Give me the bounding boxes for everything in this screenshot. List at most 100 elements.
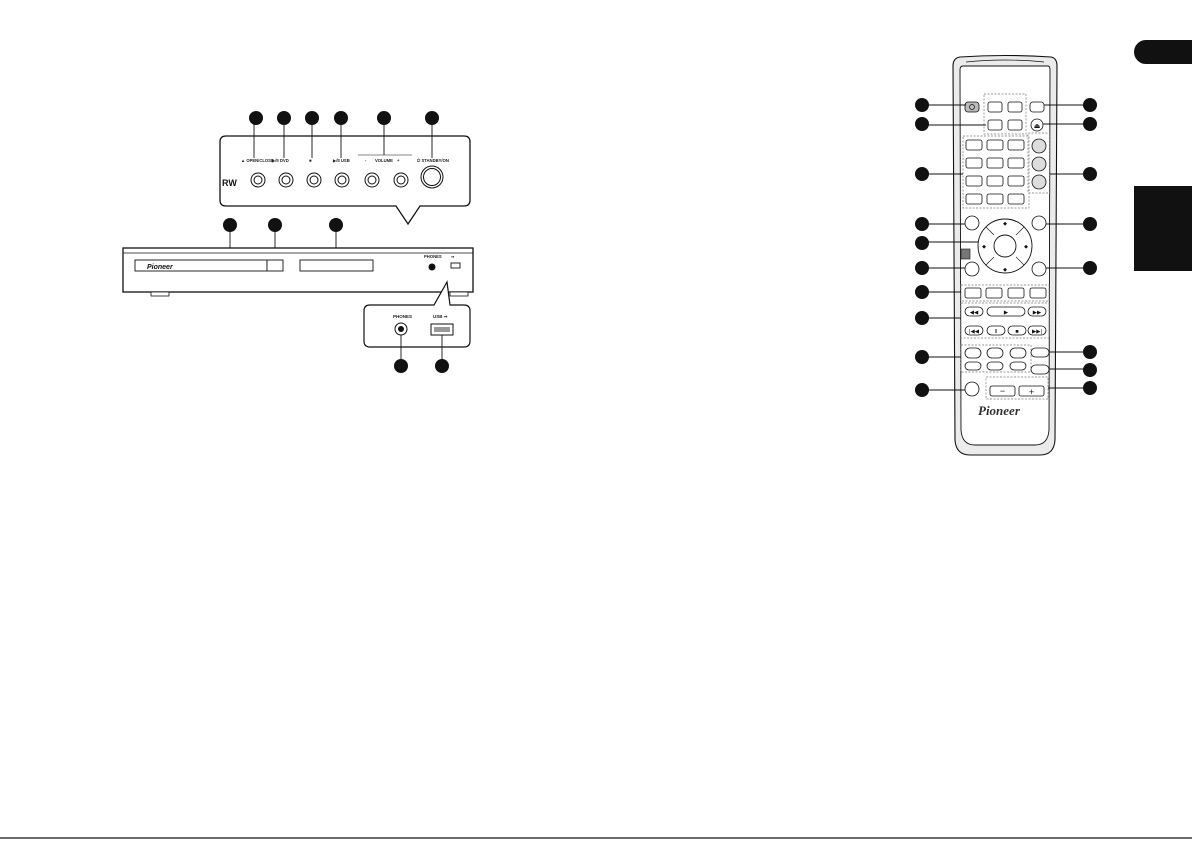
callout-marker bbox=[915, 117, 929, 131]
volume-up-remote-button[interactable]: + bbox=[1019, 386, 1044, 397]
number-button[interactable] bbox=[1008, 140, 1024, 150]
standby-on-label: ⏻ STANDBY/ON bbox=[417, 158, 449, 163]
eject-remote-button[interactable]: ⏏ bbox=[1031, 119, 1043, 131]
usb-small-icon: ⇒ bbox=[451, 254, 455, 259]
phones-jack-detail[interactable] bbox=[395, 323, 407, 335]
top-panel-callout: RW ▲ OPEN/CLOSE ▶/II DVD ■ ▶/II USB - VO… bbox=[220, 111, 470, 224]
callout-marker bbox=[1083, 167, 1097, 181]
menu-button[interactable] bbox=[965, 216, 979, 230]
callout-marker bbox=[249, 111, 263, 125]
sound-button[interactable] bbox=[987, 348, 1003, 358]
previous-icon: |◀◀ bbox=[969, 329, 980, 335]
callout-marker bbox=[425, 111, 439, 125]
front-panel-logo: Pioneer bbox=[147, 264, 174, 271]
number-button[interactable] bbox=[966, 158, 982, 168]
standby-on-button[interactable] bbox=[421, 166, 443, 188]
stop-icon: ■ bbox=[1015, 329, 1018, 335]
open-close-label: ▲ OPEN/CLOSE bbox=[241, 158, 274, 163]
number-button[interactable] bbox=[987, 194, 1003, 204]
callout-marker bbox=[1083, 261, 1097, 275]
volume-down-remote-button[interactable]: − bbox=[990, 386, 1015, 396]
home-menu-button[interactable] bbox=[1032, 262, 1046, 276]
next-icon: ▶▶| bbox=[1032, 329, 1042, 335]
player-foot bbox=[450, 292, 468, 296]
enter-button[interactable] bbox=[994, 235, 1016, 257]
mute-button[interactable] bbox=[965, 382, 979, 396]
volume-down-button[interactable] bbox=[365, 173, 379, 187]
remote-control: ⏏ bbox=[915, 56, 1097, 456]
usb-port-detail[interactable] bbox=[431, 324, 453, 335]
callout-marker bbox=[334, 111, 348, 125]
remote-logo: Pioneer bbox=[978, 403, 1021, 418]
callout-marker bbox=[915, 350, 929, 364]
callout-marker bbox=[435, 359, 449, 373]
number-button[interactable] bbox=[966, 194, 982, 204]
function-button[interactable] bbox=[1008, 102, 1022, 112]
side-column-button[interactable] bbox=[1032, 175, 1046, 189]
arrow-up-icon: ◆ bbox=[1003, 221, 1007, 227]
right-side-button[interactable] bbox=[1031, 348, 1049, 357]
number-button[interactable] bbox=[987, 158, 1003, 168]
rw-label: RW bbox=[222, 178, 237, 188]
callout-marker bbox=[377, 111, 391, 125]
color-button[interactable] bbox=[965, 288, 981, 298]
number-button[interactable] bbox=[1008, 194, 1024, 204]
stop-button[interactable] bbox=[307, 173, 321, 187]
number-button[interactable] bbox=[966, 176, 982, 186]
small-dark-button[interactable] bbox=[961, 249, 970, 259]
sound-button[interactable] bbox=[965, 348, 981, 358]
callout-marker bbox=[915, 261, 929, 275]
side-column-button[interactable] bbox=[1032, 139, 1046, 153]
arrow-right-icon: ◆ bbox=[1024, 244, 1028, 250]
callout-marker bbox=[1083, 217, 1097, 231]
callout-marker bbox=[223, 218, 237, 232]
pause-icon: II bbox=[994, 329, 998, 335]
callout-marker bbox=[277, 111, 291, 125]
callout-marker bbox=[1083, 363, 1097, 377]
standby-on-remote-button[interactable] bbox=[965, 102, 979, 112]
color-button[interactable] bbox=[986, 288, 1002, 298]
function-button[interactable] bbox=[988, 102, 1002, 112]
callout-marker bbox=[1083, 117, 1097, 131]
callout-marker bbox=[915, 167, 929, 181]
color-button[interactable] bbox=[1030, 288, 1046, 298]
function-button[interactable] bbox=[1008, 120, 1022, 130]
phones-label: PHONES bbox=[393, 314, 412, 319]
player-front-panel: Pioneer PHONES ⇒ bbox=[123, 218, 473, 296]
front-panel-display bbox=[300, 260, 373, 271]
number-button[interactable] bbox=[966, 140, 982, 150]
top-menu-button[interactable] bbox=[1032, 216, 1046, 230]
usb-port[interactable] bbox=[451, 263, 460, 268]
return-button[interactable] bbox=[965, 262, 979, 276]
sound-button[interactable] bbox=[1010, 362, 1026, 370]
open-close-button[interactable] bbox=[251, 173, 265, 187]
side-column-button[interactable] bbox=[1032, 157, 1046, 171]
sound-button[interactable] bbox=[1010, 348, 1026, 358]
plus-icon: + bbox=[1029, 387, 1034, 397]
right-side-button[interactable] bbox=[1031, 365, 1049, 374]
number-button[interactable] bbox=[1008, 176, 1024, 186]
sound-button[interactable] bbox=[987, 362, 1003, 370]
eject-icon: ⏏ bbox=[1034, 123, 1041, 130]
number-button[interactable] bbox=[987, 140, 1003, 150]
usb-play-label: ▶/II USB bbox=[332, 158, 350, 163]
callout-marker bbox=[394, 359, 408, 373]
sound-button[interactable] bbox=[965, 362, 981, 370]
callout-marker bbox=[305, 111, 319, 125]
callout-marker bbox=[1083, 98, 1097, 112]
arrow-left-icon: ◆ bbox=[982, 244, 986, 250]
phones-jack[interactable] bbox=[429, 264, 436, 271]
callout-marker bbox=[915, 236, 929, 250]
play-pause-usb-button[interactable] bbox=[335, 173, 349, 187]
callout-marker bbox=[915, 98, 929, 112]
function-button[interactable] bbox=[988, 120, 1002, 130]
play-pause-dvd-button[interactable] bbox=[279, 173, 293, 187]
color-button[interactable] bbox=[1008, 288, 1024, 298]
number-button[interactable] bbox=[1008, 158, 1024, 168]
number-button[interactable] bbox=[987, 176, 1003, 186]
top-right-button[interactable] bbox=[1030, 102, 1044, 112]
callout-marker bbox=[329, 218, 343, 232]
phones-small-label: PHONES bbox=[424, 254, 442, 259]
volume-up-button[interactable] bbox=[394, 173, 408, 187]
